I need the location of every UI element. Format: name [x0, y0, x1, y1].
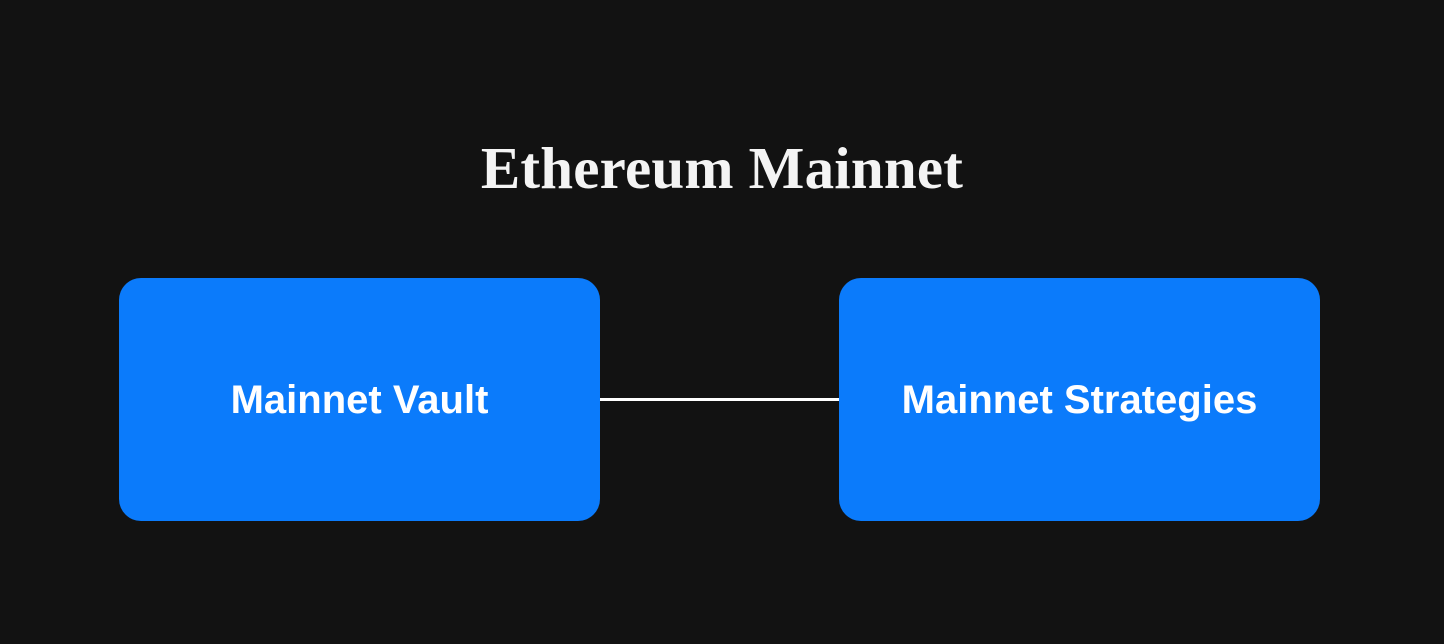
diagram-title: Ethereum Mainnet [480, 135, 964, 201]
node-mainnet-vault-label: Mainnet Vault [230, 377, 489, 422]
node-mainnet-vault[interactable]: Mainnet Vault [119, 278, 600, 521]
node-mainnet-strategies[interactable]: Mainnet Strategies [839, 278, 1320, 521]
node-mainnet-strategies-label: Mainnet Strategies [901, 377, 1258, 422]
